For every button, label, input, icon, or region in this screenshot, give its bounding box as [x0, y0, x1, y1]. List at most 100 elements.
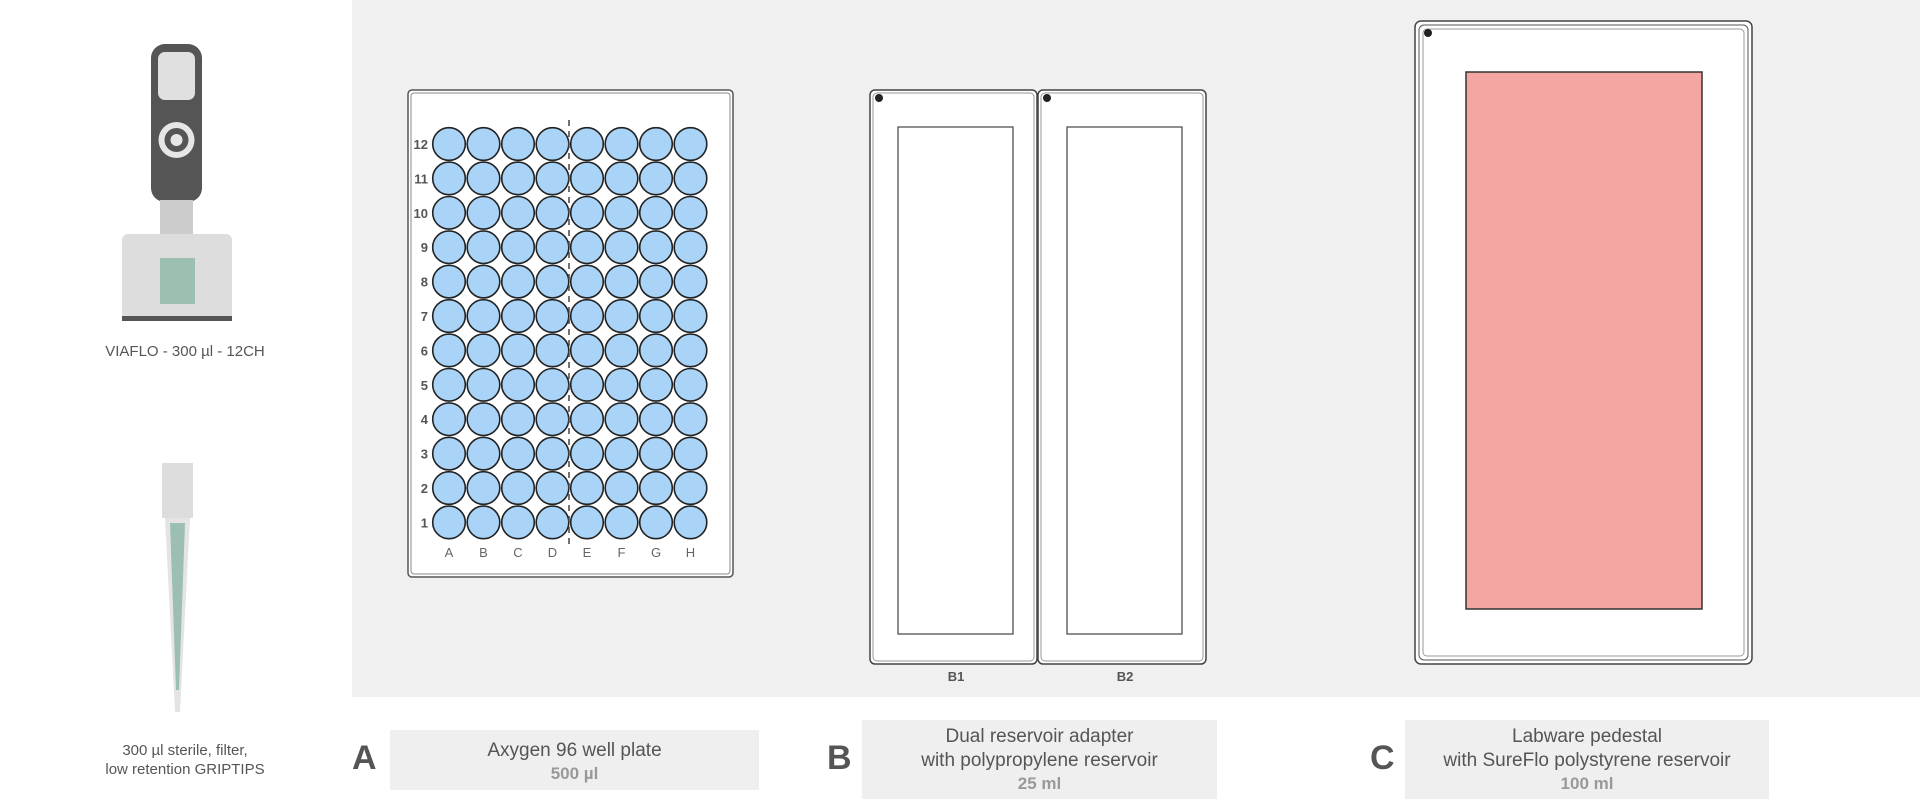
well-E12[interactable] — [569, 126, 605, 162]
well-E7[interactable] — [569, 298, 605, 334]
well-E5[interactable] — [569, 367, 605, 402]
well-B4[interactable] — [466, 402, 501, 437]
well-F2[interactable] — [604, 470, 639, 506]
well-E1[interactable] — [569, 505, 605, 540]
well-G10[interactable] — [638, 195, 674, 230]
well-A6[interactable] — [431, 333, 467, 368]
well-D4[interactable] — [535, 402, 570, 437]
well-C8[interactable] — [500, 264, 536, 299]
well-G6[interactable] — [638, 333, 674, 368]
well-H12[interactable] — [673, 126, 708, 162]
well-H11[interactable] — [673, 161, 708, 196]
well-D9[interactable] — [535, 230, 570, 265]
well-G4[interactable] — [638, 402, 674, 437]
well-A3[interactable] — [431, 436, 467, 471]
reservoir-b1[interactable] — [897, 126, 1014, 635]
well-D2[interactable] — [535, 470, 570, 506]
well-H5[interactable] — [673, 367, 708, 402]
well-E9[interactable] — [569, 230, 605, 265]
well-H9[interactable] — [673, 230, 708, 265]
well-D6[interactable] — [535, 333, 570, 368]
sureflo-reservoir-c[interactable] — [1465, 71, 1703, 610]
well-A12[interactable] — [431, 126, 467, 162]
well-A1[interactable] — [431, 505, 467, 540]
well-G9[interactable] — [638, 230, 674, 265]
well-A2[interactable] — [431, 470, 467, 506]
well-G3[interactable] — [638, 436, 674, 471]
well-H6[interactable] — [673, 333, 708, 368]
well-D10[interactable] — [535, 195, 570, 230]
well-C3[interactable] — [500, 436, 536, 471]
well-B9[interactable] — [466, 230, 501, 265]
well-G1[interactable] — [638, 505, 674, 540]
well-E2[interactable] — [569, 470, 605, 506]
well-G12[interactable] — [638, 126, 674, 162]
well-H8[interactable] — [673, 264, 708, 299]
well-A10[interactable] — [431, 195, 467, 230]
well-G8[interactable] — [638, 264, 674, 299]
well-D3[interactable] — [535, 436, 570, 471]
well-E3[interactable] — [569, 436, 605, 471]
well-C6[interactable] — [500, 333, 536, 368]
well-D5[interactable] — [535, 367, 570, 402]
well-H1[interactable] — [673, 505, 708, 540]
well-A8[interactable] — [431, 264, 467, 299]
well-B8[interactable] — [466, 264, 501, 299]
well-F1[interactable] — [604, 505, 639, 540]
well-H4[interactable] — [673, 402, 708, 437]
well-H10[interactable] — [673, 195, 708, 230]
well-C9[interactable] — [500, 230, 536, 265]
well-H3[interactable] — [673, 436, 708, 471]
well-A9[interactable] — [431, 230, 467, 265]
well-A4[interactable] — [431, 402, 467, 437]
well-H7[interactable] — [673, 298, 708, 334]
well-E10[interactable] — [569, 195, 605, 230]
well-C7[interactable] — [500, 298, 536, 334]
well-C5[interactable] — [500, 367, 536, 402]
well-B7[interactable] — [466, 298, 501, 334]
well-C2[interactable] — [500, 470, 536, 506]
well-F5[interactable] — [604, 367, 639, 402]
well-F3[interactable] — [604, 436, 639, 471]
well-B6[interactable] — [466, 333, 501, 368]
well-C1[interactable] — [500, 505, 536, 540]
well-D12[interactable] — [535, 126, 570, 162]
well-C10[interactable] — [500, 195, 536, 230]
well-B5[interactable] — [466, 367, 501, 402]
well-G5[interactable] — [638, 367, 674, 402]
well-H2[interactable] — [673, 470, 708, 506]
well-A5[interactable] — [431, 367, 467, 402]
dual-reservoir-adapter-b[interactable]: B1 B2 — [869, 89, 1207, 684]
well-F9[interactable] — [604, 230, 639, 265]
well-E8[interactable] — [569, 264, 605, 299]
reservoir-b2[interactable] — [1066, 126, 1183, 635]
well-B2[interactable] — [466, 470, 501, 506]
well-A11[interactable] — [431, 161, 467, 196]
well-F8[interactable] — [604, 264, 639, 299]
well-C4[interactable] — [500, 402, 536, 437]
well-F11[interactable] — [604, 161, 639, 196]
well-F4[interactable] — [604, 402, 639, 437]
well-B12[interactable] — [466, 126, 501, 162]
well-F12[interactable] — [604, 126, 639, 162]
well-G2[interactable] — [638, 470, 674, 506]
labware-pedestal-c[interactable] — [1414, 20, 1753, 665]
well-B10[interactable] — [466, 195, 501, 230]
well-G11[interactable] — [638, 161, 674, 196]
well-F10[interactable] — [604, 195, 639, 230]
well-D1[interactable] — [535, 505, 570, 540]
well-B11[interactable] — [466, 161, 501, 196]
well-F7[interactable] — [604, 298, 639, 334]
well-B3[interactable] — [466, 436, 501, 471]
well-B1[interactable] — [466, 505, 501, 540]
well-F6[interactable] — [604, 333, 639, 368]
well-C12[interactable] — [500, 126, 536, 162]
well-E6[interactable] — [569, 333, 605, 368]
well-D11[interactable] — [535, 161, 570, 196]
well-C11[interactable] — [500, 161, 536, 196]
well-D7[interactable] — [535, 298, 570, 334]
well-G7[interactable] — [638, 298, 674, 334]
well-E11[interactable] — [569, 161, 605, 196]
well-D8[interactable] — [535, 264, 570, 299]
